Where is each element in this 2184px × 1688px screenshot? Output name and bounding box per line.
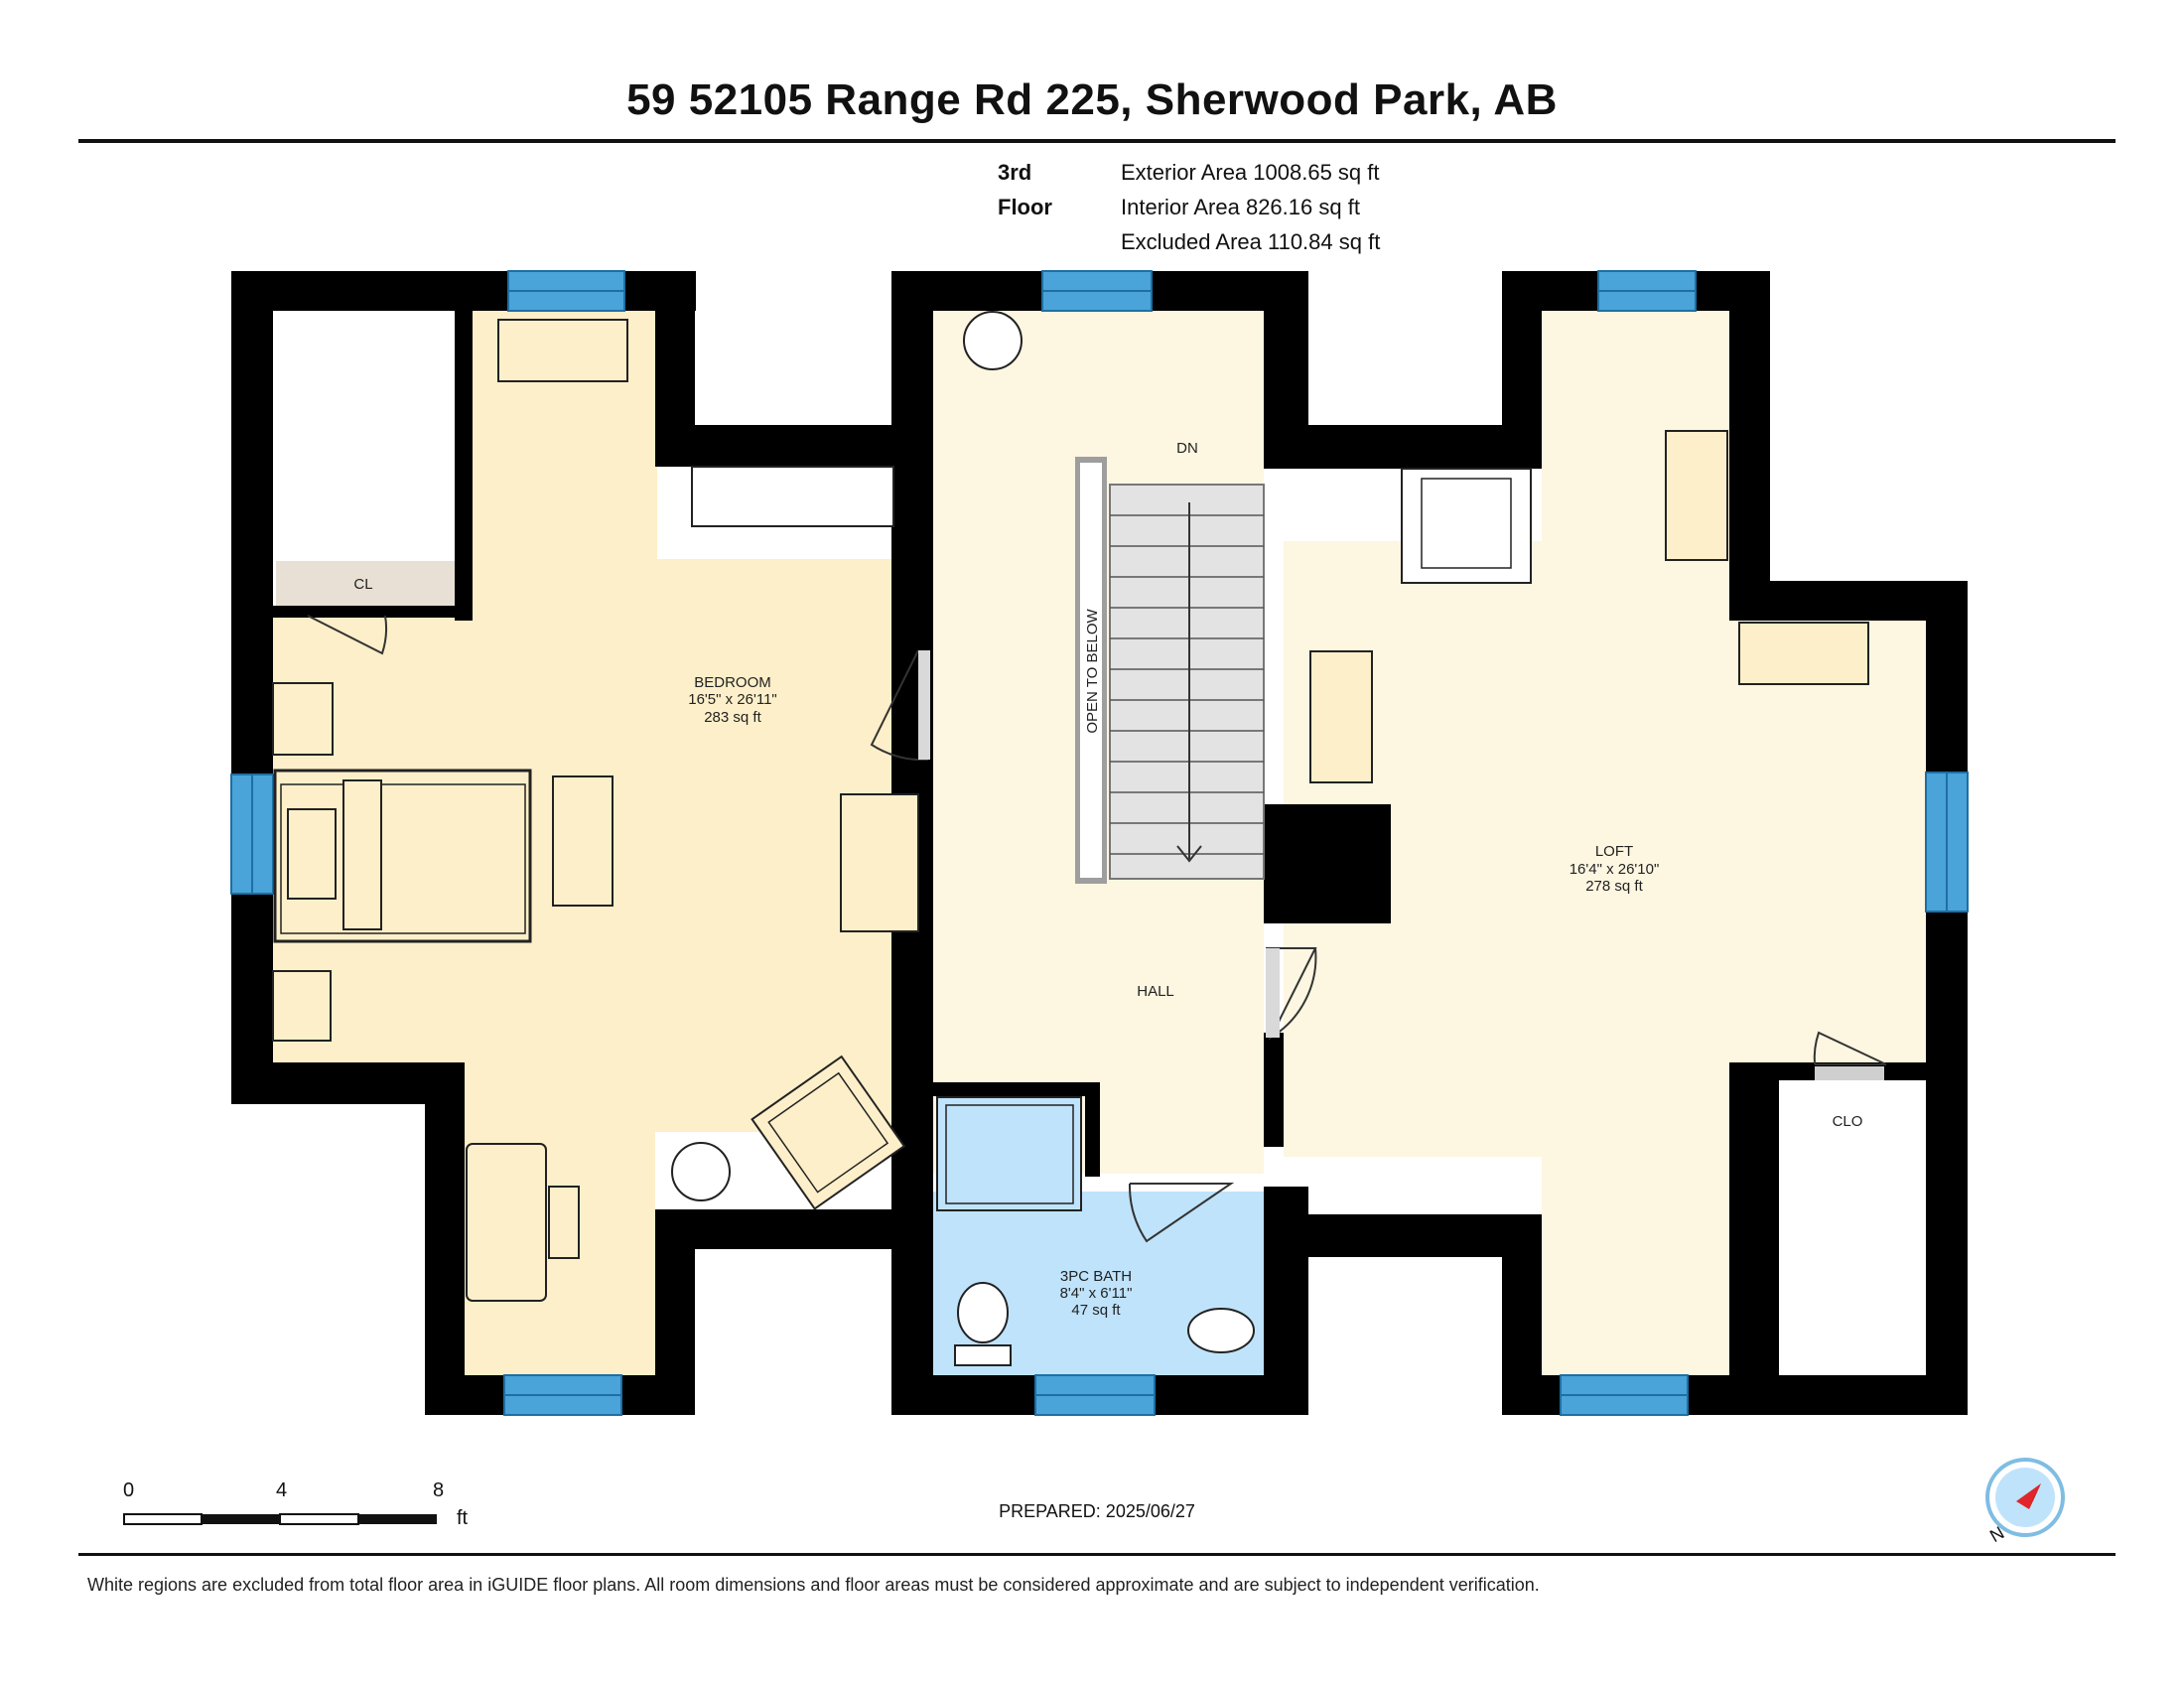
- interior-area: Interior Area 826.16 sq ft: [1121, 195, 1360, 219]
- room-dims-loft: 16'4" x 26'10": [1570, 861, 1660, 878]
- bed: [273, 769, 532, 943]
- room-name-cl: CL: [353, 576, 372, 593]
- plant: [671, 1142, 731, 1201]
- bed-headboard-strip: [342, 779, 382, 930]
- sideboard: [691, 466, 894, 527]
- compass-icon: N: [1985, 1458, 2065, 1545]
- room-name-hall: HALL: [1137, 983, 1174, 1000]
- clo-threshold: [1815, 1066, 1884, 1080]
- room-labels: CL BEDROOM 16'5" x 26'11" 283 sq ft DN O…: [353, 440, 1862, 1319]
- armchair: [751, 1055, 906, 1210]
- bench: [552, 775, 614, 907]
- plant: [963, 311, 1023, 370]
- footer-disclaimer: White regions are excluded from total fl…: [87, 1575, 1540, 1595]
- exterior-area: Exterior Area 1008.65 sq ft: [1121, 160, 1380, 185]
- room-name-bath: 3PC BATH: [1060, 1268, 1132, 1285]
- cl-closet-floor: [276, 561, 455, 606]
- bed-mattress: [280, 783, 526, 934]
- room-area-bath: 47 sq ft: [1071, 1302, 1121, 1319]
- excluded-area: Excluded Area 110.84 sq ft: [1121, 229, 1381, 254]
- room-dims-bath: 8'4" x 6'11": [1060, 1285, 1133, 1302]
- door-swing: [870, 649, 929, 762]
- scale-tick-8: 8: [433, 1479, 445, 1501]
- open-to-below-label: OPEN TO BELOW: [1084, 609, 1101, 734]
- door-swing: [307, 615, 388, 655]
- room-name-bedroom: BEDROOM: [694, 674, 771, 691]
- room-area-loft: 278 sq ft: [1585, 878, 1643, 895]
- chair: [548, 1186, 580, 1259]
- floor-label: 3rd Floor: [998, 160, 1052, 219]
- nightstand: [272, 682, 334, 756]
- page-title: 59 52105 Range Rd 225, Sherwood Park, AB: [626, 75, 1558, 124]
- door-swing: [1813, 1031, 1887, 1065]
- cabinet: [840, 793, 919, 932]
- room-area-bedroom: 283 sq ft: [704, 709, 761, 726]
- scale-unit: ft: [457, 1507, 469, 1529]
- toilet: [957, 1282, 1009, 1343]
- stairs-dn-label: DN: [1176, 440, 1198, 457]
- pillow: [287, 808, 337, 900]
- header-rule: [78, 139, 2116, 143]
- scale-bar-graphic: [123, 1513, 437, 1525]
- scale-tick-0: 0: [123, 1479, 135, 1501]
- walls: [231, 271, 1968, 1415]
- armchair-loft: [1401, 468, 1532, 584]
- sink: [1187, 1308, 1255, 1353]
- prepared-date: PREPARED: 2025/06/27: [999, 1501, 1195, 1521]
- cl-closet: [276, 313, 455, 561]
- console: [1738, 622, 1869, 685]
- stairs: [1075, 457, 1265, 884]
- clo-closet: [1779, 1080, 1926, 1375]
- shower: [936, 1096, 1082, 1211]
- nightstand: [272, 970, 332, 1042]
- room-name-clo: CLO: [1833, 1113, 1863, 1130]
- door-swing: [1128, 1183, 1235, 1243]
- furniture: [272, 311, 1869, 1366]
- excluded-region: [1284, 1157, 1542, 1214]
- scale-tick-4: 4: [276, 1479, 288, 1501]
- room-name-loft: LOFT: [1595, 843, 1633, 860]
- desk: [466, 1143, 547, 1302]
- shelf: [1665, 430, 1728, 561]
- footer-rule: [78, 1553, 2116, 1556]
- room-dims-bedroom: 16'5" x 26'11": [688, 691, 777, 708]
- dresser: [497, 319, 628, 382]
- tv-stand: [1309, 650, 1373, 783]
